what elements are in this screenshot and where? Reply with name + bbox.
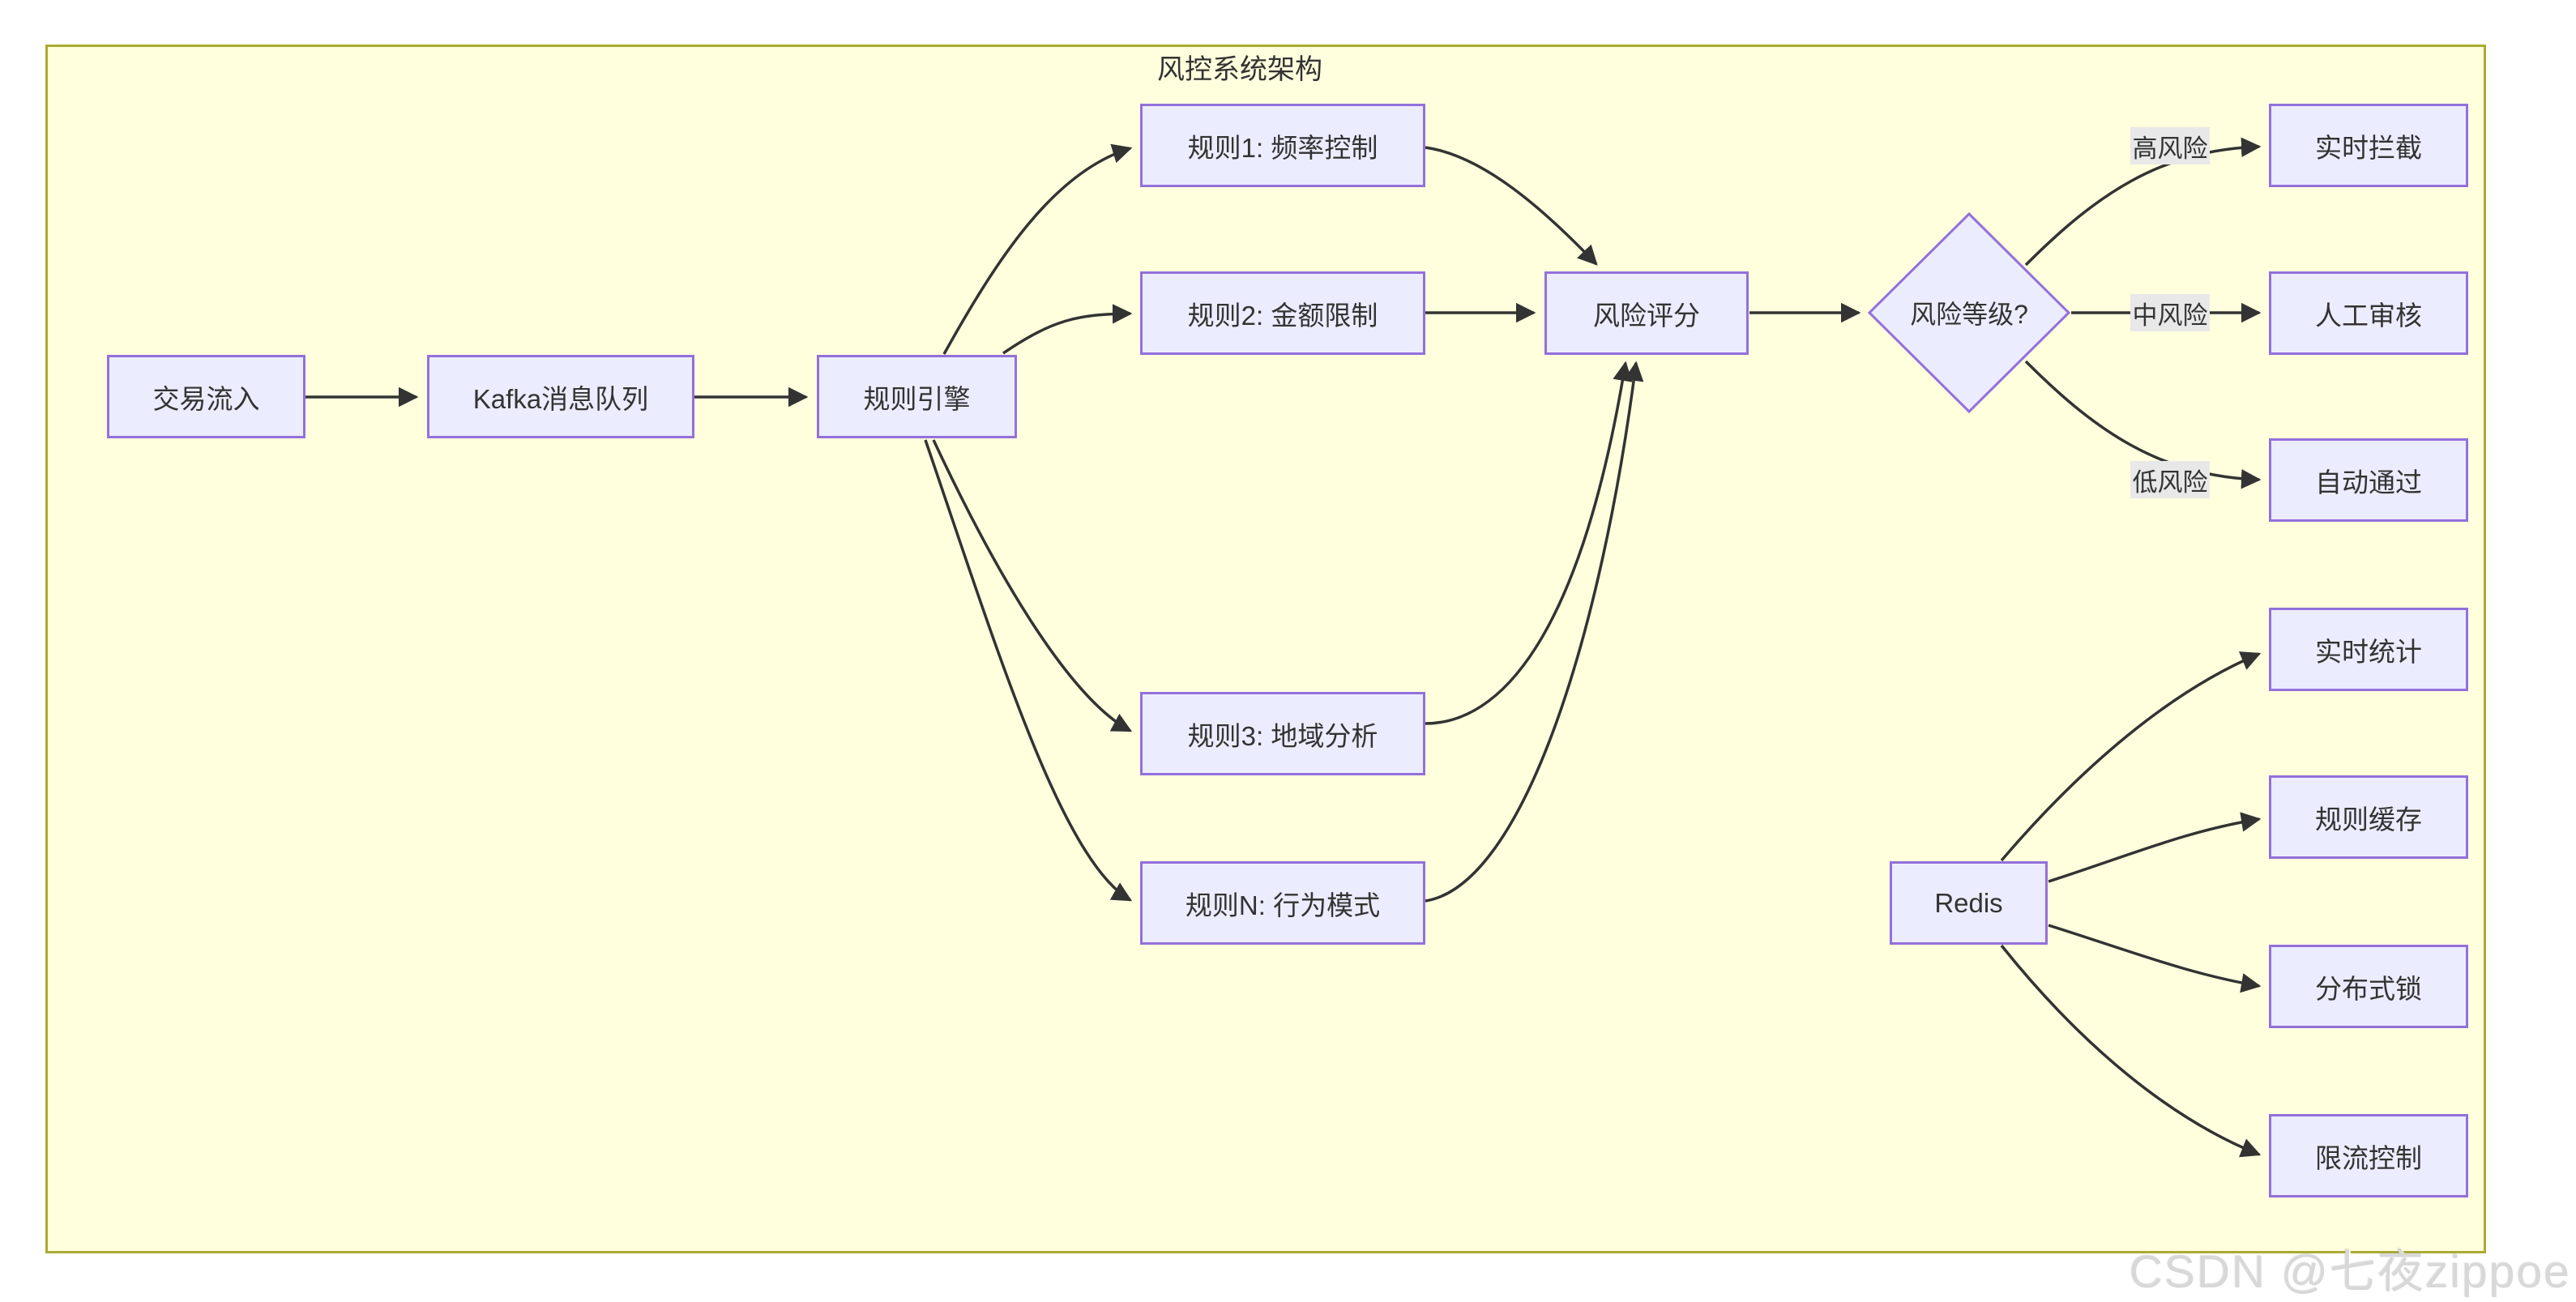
node-ruleN-behavior-pattern: 规则N: 行为模式: [1140, 861, 1425, 945]
edge-redis-cache: [2048, 812, 2262, 883]
edge-ruleN-score: [1425, 361, 1644, 903]
node-rule-engine: 规则引擎: [817, 355, 1017, 438]
node-rule-cache: 规则缓存: [2269, 775, 2468, 859]
node-manual-review: 人工审核: [2269, 271, 2468, 355]
edge-rule3-score: [1425, 361, 1633, 725]
node-transaction-inflow: 交易流入: [107, 355, 305, 438]
node-risk-score: 风险评分: [1544, 271, 1749, 355]
node-realtime-stats: 实时统计: [2269, 608, 2468, 691]
node-rule2-amount-limit: 规则2: 金额限制: [1140, 271, 1425, 355]
edge-label-medium-risk: 中风险: [2130, 294, 2210, 331]
node-realtime-block: 实时拦截: [2269, 104, 2468, 187]
diagram-title: 风控系统架构: [1157, 54, 1322, 85]
node-rule1-frequency-control: 规则1: 频率控制: [1140, 104, 1425, 187]
diagram-canvas: [45, 45, 2486, 1253]
edge-redis-stats: [2000, 651, 2262, 862]
edge-engine-ruleN: [924, 439, 1133, 902]
node-distributed-lock: 分布式锁: [2269, 945, 2468, 1028]
edge-redis-limit: [2000, 944, 2262, 1158]
edge-rule1-score: [1425, 146, 1598, 266]
node-kafka-queue: Kafka消息队列: [427, 355, 694, 438]
edge-level-block: [2024, 137, 2262, 267]
edge-redis-lock: [2048, 924, 2262, 993]
watermark: CSDN @七夜zippoe: [2129, 1246, 2571, 1298]
edge-label-high-risk: 高风险: [2130, 127, 2210, 164]
node-redis: Redis: [1890, 861, 2048, 945]
edge-engine-rule2: [1002, 304, 1133, 355]
node-rate-limit: 限流控制: [2269, 1114, 2468, 1197]
edge-level-pass: [2024, 360, 2262, 489]
edge-engine-rule1: [942, 143, 1133, 355]
node-auto-pass: 自动通过: [2269, 438, 2468, 522]
node-risk-level: 风险等级?: [1910, 300, 2028, 329]
edge-label-low-risk: 低风险: [2130, 461, 2210, 498]
node-rule3-geo-analysis: 规则3: 地域分析: [1140, 692, 1425, 775]
risk-level-diamond-shape: [1867, 211, 2071, 414]
edge-engine-rule3: [932, 439, 1133, 732]
